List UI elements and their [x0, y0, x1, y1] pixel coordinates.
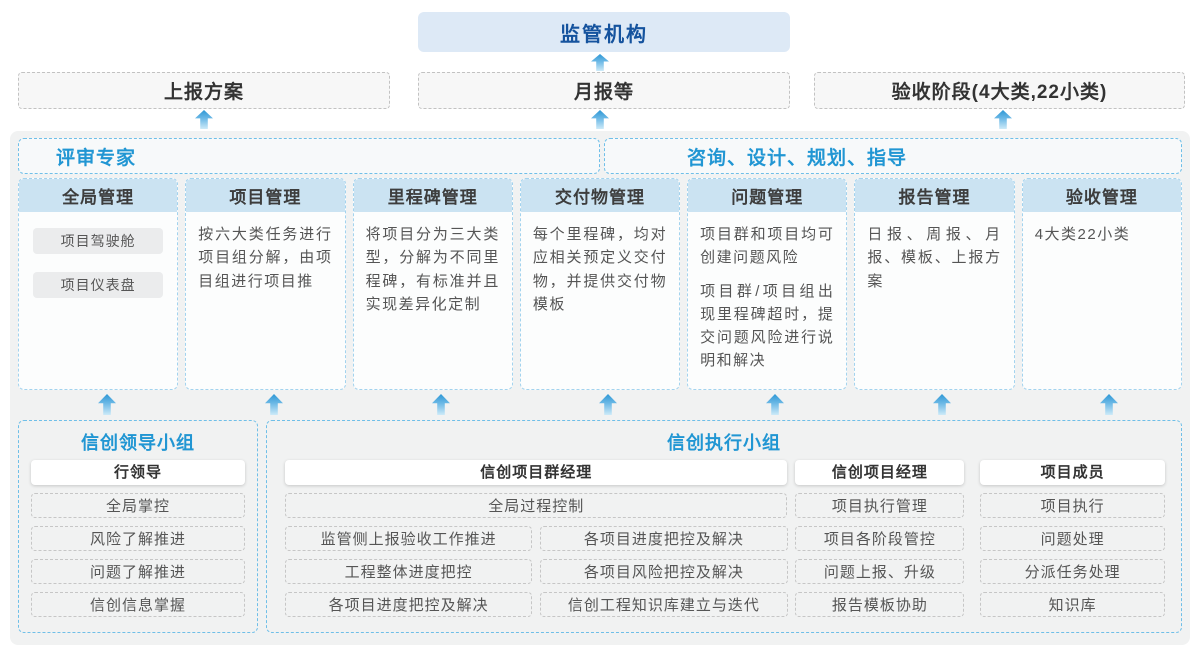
- arrow-up-to-monthly: [591, 110, 609, 129]
- arrow-up-to-regulator: [591, 54, 609, 71]
- project-manager-task: 报告模板协助: [795, 592, 965, 617]
- role-card-project-members: 项目成员: [980, 460, 1165, 485]
- module-description: 4大类22小类: [1034, 226, 1131, 243]
- role-card-program-manager: 信创项目群经理: [285, 460, 788, 485]
- arrow-up-to-module-5: [766, 394, 784, 415]
- leader-task: 问题了解推进: [31, 559, 245, 584]
- pm-task: 信创工程知识库建立与迭代: [540, 592, 788, 617]
- module-description: 将项目分为三大类型，分解为不同里程碑，有标准并且实现差异化定制: [365, 226, 500, 313]
- member-task: 分派任务处理: [980, 559, 1165, 584]
- execution-group-box: 信创执行小组 信创项目群经理 全局过程控制 监管侧上报验收工作推进 工程整体进度…: [266, 420, 1182, 633]
- project-manager-column: 信创项目经理 项目执行管理 项目各阶段管控 问题上报、升级 报告模板协助: [795, 455, 965, 617]
- module-global-mgmt: 全局管理 项目驾驶舱 项目仪表盘: [18, 178, 179, 390]
- leadership-group-title: 信创领导小组: [81, 433, 195, 453]
- module-issue-mgmt: 问题管理 项目群和项目均可创建问题风险 项目群/项目组出现里程碑超时，提交问题风…: [687, 178, 848, 390]
- module-acceptance-mgmt: 验收管理 4大类22小类: [1021, 178, 1182, 390]
- module-deliverable-mgmt: 交付物管理 每个里程碑，均对应相关预定义交付物，并提供交付物模板: [519, 178, 681, 390]
- arrow-up-to-module-2: [265, 394, 283, 415]
- review-experts-label: 评审专家: [56, 147, 137, 169]
- program-manager-column: 信创项目群经理 全局过程控制 监管侧上报验收工作推进 工程整体进度把控 各项目进…: [285, 455, 788, 617]
- arrow-up-to-module-7: [1100, 394, 1118, 415]
- pm-task: 工程整体进度把控: [285, 559, 533, 584]
- pm-task-right-col: 各项目进度把控及解决 各项目风险把控及解决 信创工程知识库建立与迭代: [540, 518, 788, 617]
- module-description: 日报、周报、月报、模板、上报方案: [867, 226, 1002, 290]
- module-report-mgmt: 报告管理 日报、周报、月报、模板、上报方案: [854, 178, 1015, 390]
- module-title: 里程碑管理: [353, 179, 512, 212]
- module-item: 项目驾驶舱: [33, 228, 164, 254]
- program-manager-task-pair: 监管侧上报验收工作推进 工程整体进度把控 各项目进度把控及解决 各项目进度把控及…: [285, 518, 788, 617]
- pm-task: 各项目风险把控及解决: [540, 559, 788, 584]
- arrow-up-to-module-3: [432, 394, 450, 415]
- module-columns: 全局管理 项目驾驶舱 项目仪表盘 项目管理 按六大类任务进行项目组分解，由项目组…: [18, 178, 1182, 390]
- leadership-group-box: 信创领导小组 行领导 全局掌控 风险了解推进 问题了解推进 信创信息掌握: [18, 420, 258, 633]
- module-description: 项目群和项目均可创建问题风险 项目群/项目组出现里程碑超时，提交问题风险进行说明…: [700, 226, 835, 370]
- pm-task: 监管侧上报验收工作推进: [285, 526, 533, 551]
- module-title: 报告管理: [855, 179, 1014, 212]
- report-plan-box: 上报方案: [18, 72, 390, 109]
- project-manager-task: 项目执行管理: [795, 493, 965, 518]
- project-members-column: 项目成员 项目执行 问题处理 分派任务处理 知识库: [980, 455, 1165, 617]
- execution-group-title: 信创执行小组: [667, 433, 781, 453]
- arrow-up-to-acceptance: [994, 110, 1012, 129]
- module-item: 项目仪表盘: [33, 272, 164, 298]
- leader-task: 风险了解推进: [31, 526, 245, 551]
- pm-task: 各项目进度把控及解决: [540, 526, 788, 551]
- leader-task: 信创信息掌握: [31, 592, 245, 617]
- arrow-up-to-module-4: [599, 394, 617, 415]
- consulting-label: 咨询、设计、规划、指导: [687, 147, 908, 169]
- role-card-project-manager: 信创项目经理: [795, 460, 965, 485]
- member-task: 知识库: [980, 592, 1165, 617]
- member-task: 项目执行: [980, 493, 1165, 518]
- consulting-box: 咨询、设计、规划、指导: [604, 138, 1182, 174]
- role-card-bank-leader: 行领导: [31, 460, 245, 485]
- module-milestone-mgmt: 里程碑管理 将项目分为三大类型，分解为不同里程碑，有标准并且实现差异化定制: [352, 178, 513, 390]
- project-manager-task: 项目各阶段管控: [795, 526, 965, 551]
- report-monthly-box: 月报等: [418, 72, 790, 109]
- leader-task: 全局掌控: [31, 493, 245, 518]
- module-description: 按六大类任务进行项目组分解，由项目组进行项目推: [198, 226, 333, 290]
- module-title: 全局管理: [19, 179, 178, 212]
- regulator-box: 监管机构: [418, 12, 790, 52]
- platform-container: 评审专家 咨询、设计、规划、指导 全局管理 项目驾驶舱 项目仪表盘 项目管理 按…: [10, 131, 1190, 645]
- arrow-up-to-plan: [195, 110, 213, 129]
- module-title: 交付物管理: [520, 179, 680, 212]
- project-manager-task: 问题上报、升级: [795, 559, 965, 584]
- review-experts-box: 评审专家: [18, 138, 600, 174]
- arrow-up-to-module-1: [98, 394, 116, 415]
- pm-task-full: 全局过程控制: [285, 493, 788, 518]
- module-title: 问题管理: [688, 179, 847, 212]
- module-description: 每个里程碑，均对应相关预定义交付物，并提供交付物模板: [532, 226, 668, 313]
- module-title: 验收管理: [1022, 179, 1181, 212]
- arrow-up-to-module-6: [933, 394, 951, 415]
- report-acceptance-box: 验收阶段(4大类,22小类): [814, 72, 1185, 109]
- module-title: 项目管理: [186, 179, 345, 212]
- module-project-mgmt: 项目管理 按六大类任务进行项目组分解，由项目组进行项目推: [185, 178, 346, 390]
- execution-columns: 信创项目群经理 全局过程控制 监管侧上报验收工作推进 工程整体进度把控 各项目进…: [267, 455, 1181, 617]
- pm-task: 各项目进度把控及解决: [285, 592, 533, 617]
- member-task: 问题处理: [980, 526, 1165, 551]
- pm-task-left-col: 监管侧上报验收工作推进 工程整体进度把控 各项目进度把控及解决: [285, 518, 533, 617]
